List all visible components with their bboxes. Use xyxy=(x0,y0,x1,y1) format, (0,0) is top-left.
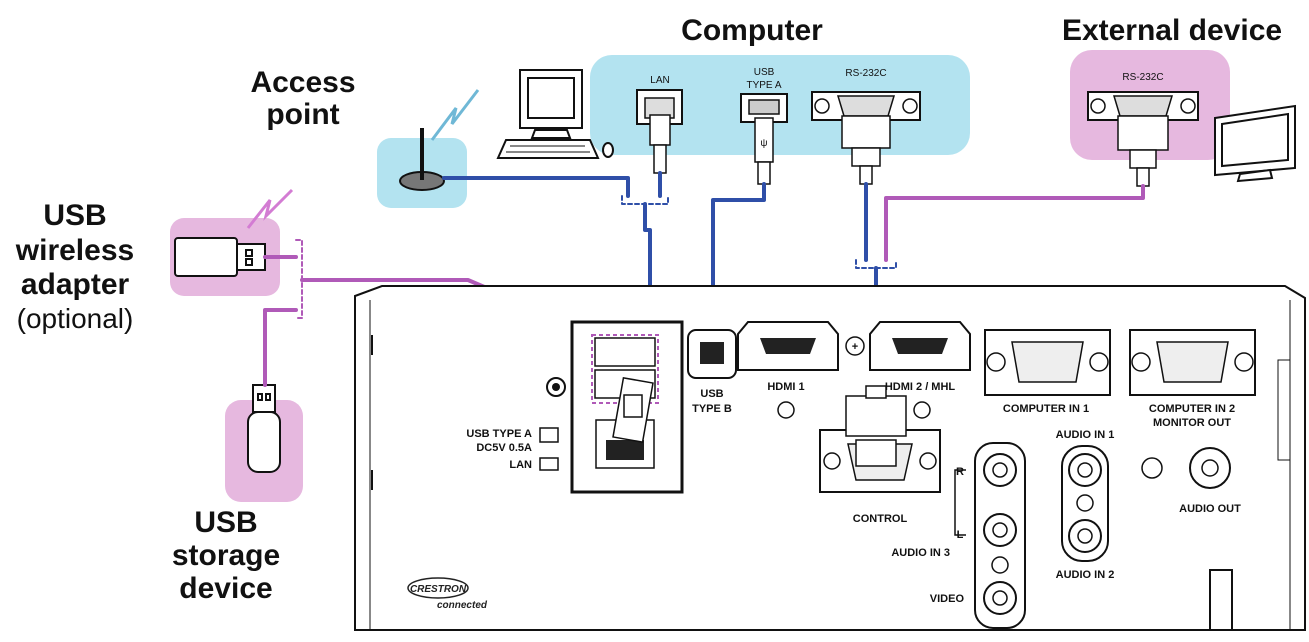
computer-in2-label-line2: MONITOR OUT xyxy=(1153,417,1231,429)
computer-usb-label-line2: TYPE A xyxy=(746,80,781,91)
computer-usb-label-line1: USB xyxy=(754,67,775,78)
usb-type-a-spec-line1: USB TYPE A xyxy=(466,428,532,440)
usb-wireless-adapter-label-line1: USB xyxy=(43,199,106,232)
audio-in3-label: AUDIO IN 3 xyxy=(891,547,950,559)
computer-usb-type-a-port: USB TYPE A ψ xyxy=(740,67,788,185)
crestron-logo: CRESTRON connected xyxy=(407,577,488,611)
external-rs232c-cable xyxy=(884,184,1145,262)
access-point-label-line2: point xyxy=(266,98,339,131)
crestron-brand-tag: connected xyxy=(437,600,488,611)
audio-in2-label: AUDIO IN 2 xyxy=(1056,569,1115,581)
usb-storage-device-label-line1: USB xyxy=(194,506,257,539)
control-port xyxy=(819,385,941,493)
computer-rs232c-label: RS-232C xyxy=(845,68,886,79)
usb-a-icon xyxy=(539,427,559,443)
control-label: CONTROL xyxy=(853,513,908,525)
hdmi2-label: HDMI 2 / MHL xyxy=(885,381,956,393)
video-label: VIDEO xyxy=(930,593,965,605)
usb-symbol-icon: ψ xyxy=(760,138,767,149)
computer-in1-label: COMPUTER IN 1 xyxy=(1003,403,1089,415)
computer-pc-icon xyxy=(496,69,614,159)
wireless-signal-icon xyxy=(430,89,480,141)
usb-type-b-label-line1: USB xyxy=(700,388,723,400)
lan-icon xyxy=(539,457,559,471)
usb-wireless-adapter-icon xyxy=(174,237,266,277)
usb-storage-device-icon xyxy=(247,384,281,473)
usb-wireless-adapter-label-line4: (optional) xyxy=(17,303,134,334)
usb-storage-device-label-line2: storage xyxy=(172,539,280,572)
usb-storage-device-label-line3: device xyxy=(179,572,272,605)
crestron-brand-name: CRESTRON xyxy=(410,584,467,595)
computer-rs232c-port: RS-232C xyxy=(811,68,921,185)
external-rs232c-label: RS-232C xyxy=(1122,72,1163,83)
usb-type-b-label-line2: TYPE B xyxy=(692,403,732,415)
external-monitor-icon xyxy=(1214,104,1296,183)
projector-lan-label: LAN xyxy=(509,459,532,471)
access-point-cable xyxy=(442,176,630,198)
access-point-icon xyxy=(399,89,480,191)
computer-lan-port: LAN xyxy=(636,75,683,174)
screw-icon: + xyxy=(852,341,858,353)
audio-in3-bracket xyxy=(954,469,966,536)
external-device-label: External device xyxy=(1062,14,1282,47)
usb-wireless-adapter-label-line3: adapter xyxy=(21,268,130,301)
computer-in2-label-line1: COMPUTER IN 2 xyxy=(1149,403,1235,415)
usb-cable xyxy=(711,182,766,292)
computer-in2-port xyxy=(1129,329,1256,396)
usb-type-a-spec-line2: DC5V 0.5A xyxy=(476,442,532,454)
audio-in3-r-label: R xyxy=(956,466,964,478)
audio-out-label: AUDIO OUT xyxy=(1179,503,1241,515)
audio-in1-label: AUDIO IN 1 xyxy=(1056,429,1115,441)
access-point-label-line1: Access xyxy=(250,66,355,99)
external-rs232c-port: RS-232C xyxy=(1087,72,1199,187)
usb-wireless-adapter-label-line2: wireless xyxy=(15,234,134,267)
projector-rear-panel: USB TYPE A DC5V 0.5A LAN USB TYPE B HDMI… xyxy=(354,285,1306,631)
computer-label: Computer xyxy=(681,14,823,47)
wireless-signal-icon-usb xyxy=(246,188,294,229)
computer-in1-port xyxy=(984,329,1111,396)
hdmi1-label: HDMI 1 xyxy=(767,381,804,393)
computer-lan-port-label: LAN xyxy=(650,75,669,86)
usb-storage-cable xyxy=(263,308,298,387)
